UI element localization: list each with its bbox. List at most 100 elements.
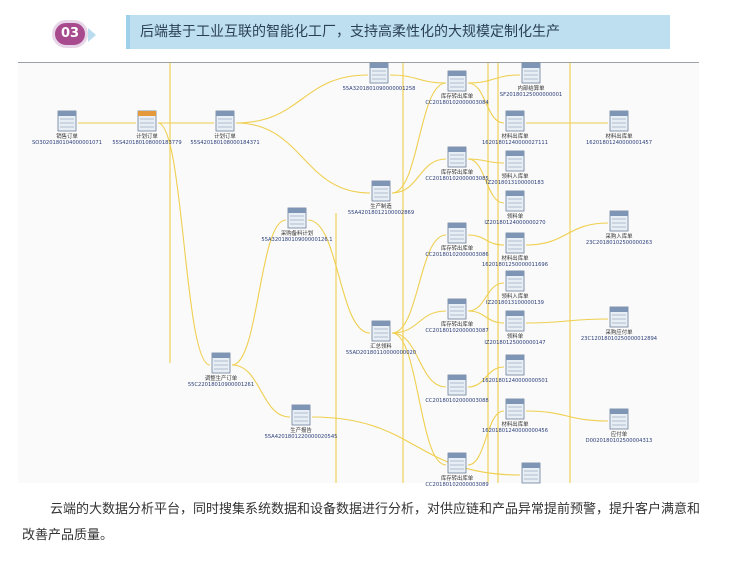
- document-icon-header: [288, 208, 306, 213]
- node-code: 55C22018010900001261: [188, 382, 254, 388]
- document-icon-header: [610, 111, 628, 116]
- document-icon-header: [212, 353, 230, 358]
- node-code: CC20180102000003084: [425, 100, 489, 106]
- document-icon-header: [506, 233, 524, 238]
- node-title: 内部结算单: [518, 84, 546, 92]
- node-title: 库存转出库单: [441, 92, 474, 100]
- node-title: 材料出库单: [502, 132, 530, 140]
- node-code: 55A32018010900000126.1: [261, 237, 332, 243]
- document-icon-header: [506, 399, 524, 404]
- document-icon-header: [506, 271, 524, 276]
- connector-edge: [467, 234, 505, 246]
- connector-edge: [467, 158, 505, 164]
- connector-edge: [391, 332, 447, 466]
- document-node[interactable]: CC20180102000003088: [425, 374, 489, 404]
- node-code: 16201801240000000456: [482, 428, 548, 434]
- node-code: D0020180102500004313: [586, 438, 653, 444]
- connector-edge: [391, 310, 447, 334]
- node-title: 采购备料计划: [281, 229, 313, 237]
- document-icon-header: [216, 111, 234, 116]
- node-title: 库存转出库单: [441, 168, 474, 176]
- connector-edges: [78, 74, 609, 476]
- node-title: 生产制造: [370, 202, 392, 210]
- node-code: IZ20180124000000270: [484, 220, 545, 226]
- document-icon-header: [448, 147, 466, 152]
- document-icon-header: [448, 375, 466, 380]
- connector-edge: [525, 222, 609, 246]
- connector-edge: [391, 82, 447, 194]
- document-node[interactable]: [521, 462, 541, 484]
- connector-edge: [307, 219, 371, 334]
- connector-edge: [467, 366, 505, 388]
- connector-edge: [391, 234, 447, 334]
- document-icon-header: [372, 181, 390, 186]
- document-icon-header: [506, 191, 524, 196]
- document-icon-header: [506, 311, 524, 316]
- node-title: 库存转出库单: [441, 244, 474, 252]
- connector-edge: [467, 282, 505, 312]
- step-badge: 03: [52, 20, 88, 48]
- document-icon-header: [448, 71, 466, 76]
- node-code: IZ20180125000000147: [484, 340, 545, 346]
- node-title: 领料入库单: [502, 292, 530, 300]
- badge-pointer-arrow-icon: [88, 28, 96, 42]
- node-code: 16201801240000001457: [586, 140, 652, 146]
- node-code: CC20180102000003086: [425, 252, 488, 258]
- document-icon-header: [610, 307, 628, 312]
- document-icon-header: [58, 111, 76, 116]
- node-code: 23C12018010250000012894: [581, 336, 658, 342]
- node-code: SO3020180104000001071: [32, 140, 102, 146]
- node-code: IZ2018013100000183: [486, 180, 544, 186]
- connector-edge: [389, 74, 447, 84]
- document-icon-header: [522, 63, 540, 68]
- node-code: CC20180102000003087: [425, 328, 488, 334]
- document-node[interactable]: 55A3201801090000001258: [343, 62, 416, 92]
- node-title: 库存转出库单: [441, 474, 474, 482]
- document-icon-header: [448, 299, 466, 304]
- node-code: 55A3201801090000001258: [343, 86, 416, 92]
- connector-edge: [467, 410, 505, 466]
- connector-edge: [235, 74, 369, 124]
- document-node[interactable]: 16201801240000000501: [482, 354, 548, 384]
- node-code: 23C20180102500000263: [586, 240, 652, 246]
- connector-edge: [391, 332, 447, 388]
- node-code: IZ2018013100000139: [486, 300, 544, 306]
- node-code: 55AD20180110000000020: [346, 350, 416, 356]
- connector-edge: [157, 122, 211, 366]
- node-code: 55A4201801220000020545: [265, 434, 338, 440]
- node-title: 采购入库单: [606, 232, 634, 240]
- connector-edge: [467, 158, 505, 204]
- connector-edge: [391, 158, 447, 194]
- node-title: 材料出库单: [606, 132, 634, 140]
- node-title: 领料单: [507, 212, 524, 220]
- document-icon-header: [370, 63, 388, 68]
- node-title: 库存转出库单: [441, 320, 474, 328]
